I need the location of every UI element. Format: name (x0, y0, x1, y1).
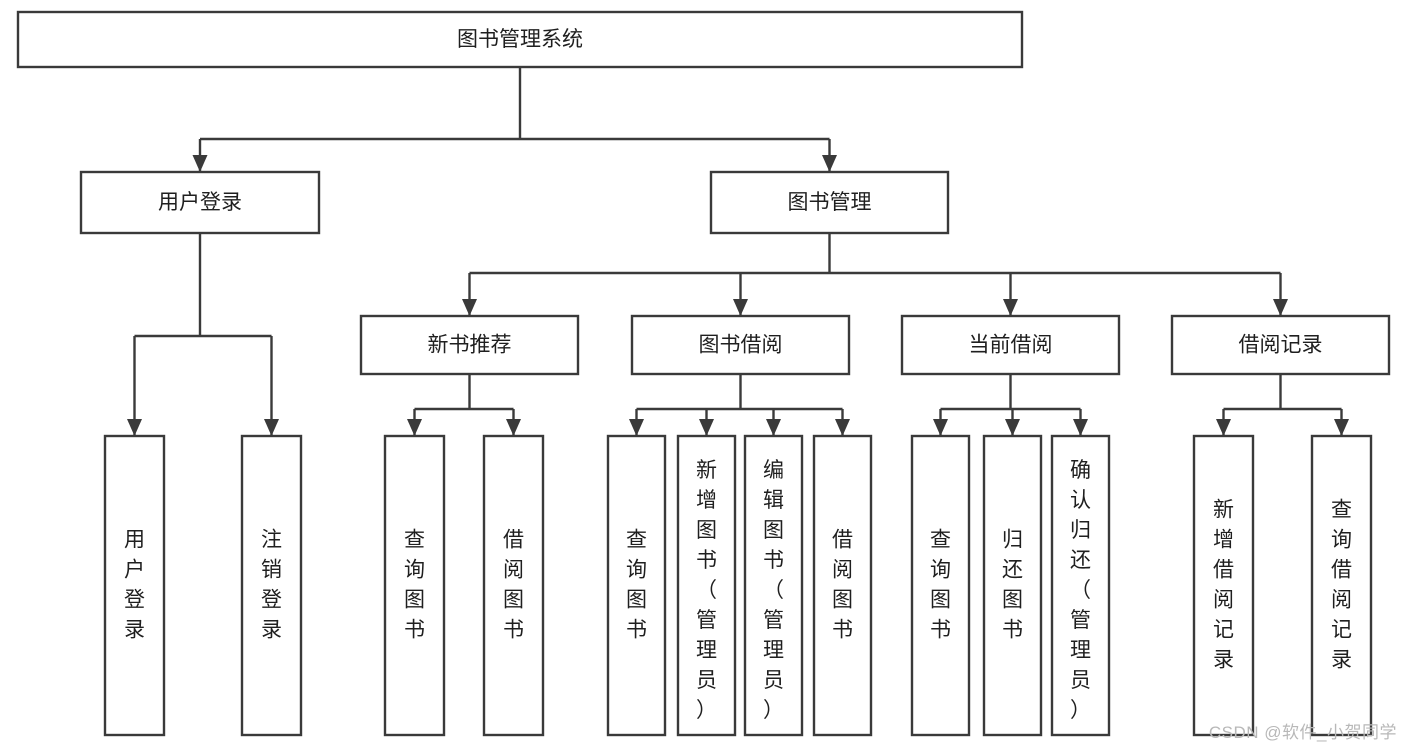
node-leaf-logout-label: 注销登录 (261, 528, 282, 641)
node-leaf-user-login[interactable]: 用户登录 (103, 434, 166, 737)
conn-book-borrow-bus-arrowhead (699, 419, 714, 436)
node-book-management-rect (709, 170, 950, 235)
node-leaf-edit-book-label: 编辑图书（管理员） (763, 459, 784, 722)
conn-book-borrow-bus-arrowhead (835, 419, 850, 436)
node-leaf-borrow-book-recommend[interactable]: 借阅图书 (482, 434, 545, 737)
node-book-borrow[interactable]: 图书借阅 (630, 314, 851, 376)
node-leaf-edit-book-rect (743, 434, 804, 737)
conn-user-login-bus-arrowhead (264, 419, 279, 436)
conn-book-borrow-bus-arrowhead (766, 419, 781, 436)
node-leaf-return-book-rect (982, 434, 1043, 737)
node-leaf-borrow-book-recommend-label: 借阅图书 (503, 528, 524, 641)
conn-current-borrow-bus-arrowhead (1005, 419, 1020, 436)
node-leaf-borrow-book-recommend-rect (482, 434, 545, 737)
node-leaf-add-borrow-record-label: 新增借阅记录 (1213, 498, 1234, 671)
node-leaf-edit-book[interactable]: 编辑图书（管理员） (743, 434, 804, 737)
node-leaf-query-book-borrow-label: 查询图书 (626, 528, 647, 641)
connector-layer (127, 67, 1349, 436)
node-leaf-query-book-current-rect (910, 434, 971, 737)
conn-book-management-bus-arrowhead (1003, 299, 1018, 316)
node-book-management[interactable]: 图书管理 (709, 170, 950, 235)
node-leaf-add-borrow-record-rect (1192, 434, 1255, 737)
node-leaf-query-borrow-record-label: 查询借阅记录 (1331, 498, 1352, 671)
node-current-borrow-rect (900, 314, 1121, 376)
conn-new-book-bus-arrowhead (506, 419, 521, 436)
node-leaf-confirm-return-rect (1050, 434, 1111, 737)
node-new-book-recommend-rect (359, 314, 580, 376)
conn-current-borrow-bus-arrowhead (933, 419, 948, 436)
node-leaf-add-book-label: 新增图书（管理员） (696, 459, 717, 722)
node-leaf-query-book-current-label: 查询图书 (930, 528, 951, 641)
node-leaf-query-book-recommend-rect (383, 434, 446, 737)
node-user-login[interactable]: 用户登录 (79, 170, 321, 235)
conn-book-management-bus-arrowhead (462, 299, 477, 316)
node-user-login-rect (79, 170, 321, 235)
node-leaf-add-borrow-record[interactable]: 新增借阅记录 (1192, 434, 1255, 737)
node-user-login-label: 用户登录 (158, 191, 242, 214)
conn-borrow-record-bus-arrowhead (1216, 419, 1231, 436)
node-leaf-return-book[interactable]: 归还图书 (982, 434, 1043, 737)
node-leaf-query-book-borrow-rect (606, 434, 667, 737)
node-new-book-recommend-label: 新书推荐 (428, 334, 512, 357)
conn-new-book-bus-arrowhead (407, 419, 422, 436)
node-root[interactable]: 图书管理系统 (16, 10, 1024, 69)
node-leaf-query-borrow-record[interactable]: 查询借阅记录 (1310, 434, 1373, 737)
node-leaf-query-book-recommend-label: 查询图书 (404, 528, 425, 641)
node-leaf-logout-rect (240, 434, 303, 737)
node-borrow-record-rect (1170, 314, 1391, 376)
conn-book-management-bus-arrowhead (1273, 299, 1288, 316)
node-borrow-record-label: 借阅记录 (1239, 334, 1323, 357)
node-new-book-recommend[interactable]: 新书推荐 (359, 314, 580, 376)
node-leaf-confirm-return-label: 确认归还（管理员） (1070, 459, 1091, 722)
node-leaf-add-book-rect (676, 434, 737, 737)
node-leaf-query-book-recommend[interactable]: 查询图书 (383, 434, 446, 737)
node-leaf-return-book-label: 归还图书 (1002, 528, 1023, 641)
node-leaf-logout[interactable]: 注销登录 (240, 434, 303, 737)
conn-current-borrow-bus-arrowhead (1073, 419, 1088, 436)
node-leaf-user-login-label: 用户登录 (124, 528, 145, 641)
node-leaf-query-book-borrow[interactable]: 查询图书 (606, 434, 667, 737)
conn-book-borrow-bus-arrowhead (629, 419, 644, 436)
node-leaf-user-login-rect (103, 434, 166, 737)
node-leaf-query-book-current[interactable]: 查询图书 (910, 434, 971, 737)
node-leaf-confirm-return[interactable]: 确认归还（管理员） (1050, 434, 1111, 737)
conn-borrow-record-bus-arrowhead (1334, 419, 1349, 436)
node-current-borrow-label: 当前借阅 (969, 334, 1053, 357)
node-layer: 图书管理系统用户登录图书管理新书推荐图书借阅当前借阅借阅记录用户登录注销登录查询… (16, 10, 1391, 737)
conn-user-login-bus-arrowhead (127, 419, 142, 436)
node-book-management-label: 图书管理 (788, 191, 872, 214)
node-leaf-borrow-book-rect (812, 434, 873, 737)
conn-book-management-bus-arrowhead (733, 299, 748, 316)
conn-root-bus-arrowhead (822, 155, 837, 172)
node-root-rect (16, 10, 1024, 69)
node-current-borrow[interactable]: 当前借阅 (900, 314, 1121, 376)
node-leaf-query-borrow-record-rect (1310, 434, 1373, 737)
node-leaf-borrow-book-label: 借阅图书 (832, 528, 853, 641)
node-book-borrow-label: 图书借阅 (699, 334, 783, 357)
node-leaf-add-book[interactable]: 新增图书（管理员） (676, 434, 737, 737)
node-root-label: 图书管理系统 (457, 28, 583, 51)
node-borrow-record[interactable]: 借阅记录 (1170, 314, 1391, 376)
node-leaf-borrow-book[interactable]: 借阅图书 (812, 434, 873, 737)
node-book-borrow-rect (630, 314, 851, 376)
conn-root-bus-arrowhead (192, 155, 208, 172)
